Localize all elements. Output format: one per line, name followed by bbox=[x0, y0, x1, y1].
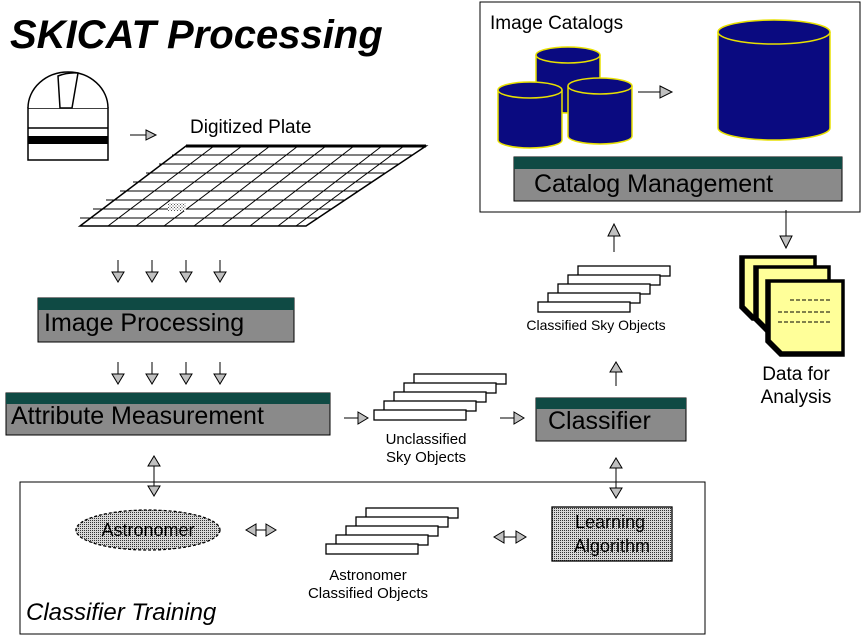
astronomer-classified-stack bbox=[325, 507, 459, 555]
database-icon-small-right bbox=[567, 77, 633, 145]
astronomer-node: Astronomer bbox=[75, 509, 221, 551]
unclassified-objects-stack bbox=[373, 373, 507, 421]
database-icon-small-left bbox=[497, 81, 563, 149]
learning-algorithm-label-1: Learning bbox=[575, 512, 645, 532]
classifier-training-label: Classifier Training bbox=[26, 599, 217, 626]
unclassified-label-2: Sky Objects bbox=[386, 449, 466, 466]
database-icon-large bbox=[717, 19, 831, 141]
catalog-management-label: Catalog Management bbox=[534, 170, 773, 198]
arrows-down-1 bbox=[111, 260, 227, 283]
catalog-management-box: Catalog Management bbox=[513, 156, 843, 202]
classified-objects-stack bbox=[537, 265, 671, 313]
arrow-up-icon bbox=[609, 361, 623, 386]
unclassified-label-1: Unclassified bbox=[386, 431, 467, 448]
arrow-right-icon bbox=[638, 85, 674, 99]
data-for-analysis-label-2: Analysis bbox=[761, 387, 832, 408]
image-catalogs-label: Image Catalogs bbox=[490, 13, 623, 34]
arrow-right-icon bbox=[500, 411, 525, 425]
bidirectional-arrow-icon bbox=[245, 523, 277, 537]
learning-algorithm-label-2: Algorithm bbox=[574, 536, 650, 556]
arrows-down-2 bbox=[111, 362, 227, 385]
attribute-measurement-label: Attribute Measurement bbox=[11, 402, 264, 430]
arrow-down-icon bbox=[779, 210, 793, 250]
data-for-analysis-label-1: Data for bbox=[762, 364, 830, 385]
digitized-plate-grid bbox=[77, 144, 429, 227]
report-documents-icon bbox=[739, 255, 845, 357]
catalog-frame bbox=[479, 1, 861, 213]
diagram-title: SKICAT Processing bbox=[10, 13, 383, 57]
bidirectional-arrow-icon bbox=[609, 457, 623, 499]
arrow-right-icon bbox=[130, 129, 158, 141]
image-processing-box: Image Processing bbox=[37, 297, 295, 343]
astronomer-classified-label-2: Classified Objects bbox=[308, 585, 428, 602]
telescope-dome-icon bbox=[27, 71, 109, 161]
classified-sky-objects-label: Classified Sky Objects bbox=[526, 317, 665, 333]
learning-algorithm-box: Learning Algorithm bbox=[551, 506, 673, 562]
astronomer-classified-label-1: Astronomer bbox=[329, 567, 407, 584]
bidirectional-arrow-icon bbox=[147, 455, 161, 497]
classifier-label: Classifier bbox=[548, 407, 651, 435]
classifier-training-frame bbox=[19, 481, 706, 635]
arrow-up-icon bbox=[607, 222, 621, 252]
image-processing-label: Image Processing bbox=[44, 309, 244, 337]
classifier-box: Classifier bbox=[535, 397, 687, 442]
astronomer-label: Astronomer bbox=[101, 520, 194, 540]
arrow-right-icon bbox=[344, 411, 369, 425]
bidirectional-arrow-icon bbox=[493, 530, 527, 544]
attribute-measurement-box: Attribute Measurement bbox=[5, 392, 331, 436]
digitized-plate-label: Digitized Plate bbox=[190, 117, 311, 138]
